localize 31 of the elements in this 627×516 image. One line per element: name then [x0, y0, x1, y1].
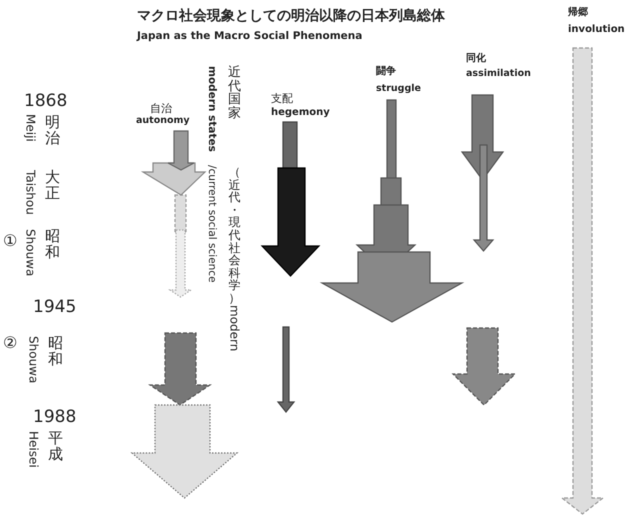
circled-number: ②	[3, 334, 18, 352]
column-label: 帰郷	[568, 7, 588, 18]
era-label: Heisei	[27, 431, 40, 468]
era-label: 昭和	[45, 229, 60, 260]
column-label: assimilation	[466, 69, 531, 80]
side-label: /current social science	[206, 165, 218, 283]
era-label: Meiji	[24, 114, 37, 142]
column-label: involution	[568, 24, 625, 35]
era-label: 大正	[45, 170, 60, 202]
era-label: Shouwa	[24, 229, 37, 276]
title: マクロ社会現象としての明治以降の日本列島総体	[137, 9, 445, 24]
column-label: autonomy	[136, 116, 190, 126]
column-label: modern states	[206, 66, 218, 152]
year-label: 1945	[33, 298, 76, 317]
column-label: 同化	[466, 53, 486, 64]
column-label: 近代国家	[228, 66, 241, 121]
era-label: 平成	[48, 431, 63, 462]
era-label: 昭和	[48, 336, 63, 368]
year-label: 1868	[24, 92, 68, 111]
column-label: 自治	[150, 103, 172, 116]
column-label: 支配	[271, 93, 293, 106]
column-label: hegemony	[271, 107, 330, 118]
column-label: 闘争	[376, 66, 396, 77]
era-label: 明治	[45, 115, 60, 146]
side-label: （近代・現代社会科学）modern	[228, 166, 241, 351]
column-label: struggle	[376, 84, 421, 94]
circled-number: ①	[3, 232, 18, 250]
era-label: Taishou	[24, 170, 37, 215]
era-label: Shouwa	[27, 336, 40, 384]
year-label: 1988	[33, 408, 76, 427]
subtitle: Japan as the Macro Social Phenomena	[137, 31, 362, 43]
